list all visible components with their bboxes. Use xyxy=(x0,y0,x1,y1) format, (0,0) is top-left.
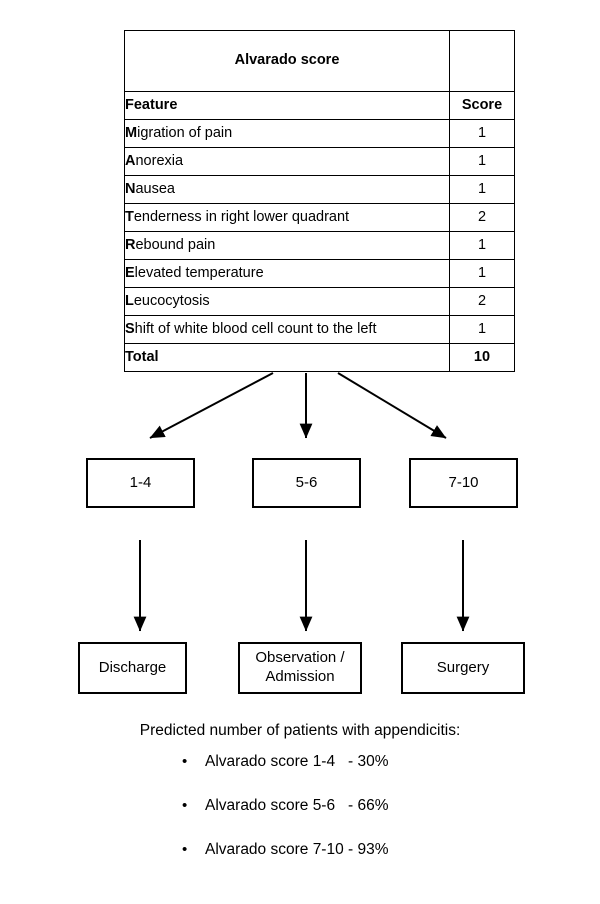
action-box-observation-admission: Observation / Admission xyxy=(238,642,362,694)
arrow-total-to-range-3 xyxy=(337,372,447,439)
score-range-label: 7-10 xyxy=(448,473,479,491)
feature-cell: Migration of pain xyxy=(124,119,450,148)
score-cell: 1 xyxy=(449,259,515,288)
total-label: Total xyxy=(124,343,450,372)
score-range-box-7-10: 7-10 xyxy=(409,458,518,508)
column-header-feature: Feature xyxy=(124,91,450,120)
action-box-surgery: Surgery xyxy=(401,642,525,694)
list-item: Alvarado score 7-10 - 93% xyxy=(0,828,600,872)
feature-cell: Elevated temperature xyxy=(124,259,450,288)
feature-cell: Tenderness in right lower quadrant xyxy=(124,203,450,232)
score-cell: 1 xyxy=(449,147,515,176)
feature-text: ebound pain xyxy=(135,236,216,253)
score-range-box-5-6: 5-6 xyxy=(252,458,361,508)
table-row: Leucocytosis 2 xyxy=(124,287,515,316)
feature-text: hift of white blood cell count to the le… xyxy=(134,320,377,337)
action-label: Surgery xyxy=(436,658,490,676)
prediction-block: Predicted number of patients with append… xyxy=(0,722,600,872)
score-cell: 1 xyxy=(449,175,515,204)
mnemonic-letter: M xyxy=(125,124,138,141)
list-item: Alvarado score 1-4 - 30% xyxy=(0,740,600,784)
score-cell: 1 xyxy=(449,119,515,148)
score-range-label: 5-6 xyxy=(295,473,318,491)
score-range-box-1-4: 1-4 xyxy=(86,458,195,508)
prediction-list: Alvarado score 1-4 - 30% Alvarado score … xyxy=(0,740,600,872)
feature-cell: Leucocytosis xyxy=(124,287,450,316)
table-title-score-blank xyxy=(449,30,515,92)
feature-text: eucocytosis xyxy=(133,292,210,309)
alvarado-score-table: Alvarado score Feature Score Migration o… xyxy=(124,30,515,372)
mnemonic-letter: A xyxy=(125,152,136,169)
table-total-row: Total 10 xyxy=(124,343,515,372)
table-title: Alvarado score xyxy=(124,30,450,92)
mnemonic-letter: R xyxy=(125,236,136,253)
prediction-title: Predicted number of patients with append… xyxy=(139,722,461,739)
feature-text: ausea xyxy=(135,180,175,197)
table-row: Elevated temperature 1 xyxy=(124,259,515,288)
feature-cell: Anorexia xyxy=(124,147,450,176)
score-range-label: 1-4 xyxy=(129,473,152,491)
table-row: Rebound pain 1 xyxy=(124,231,515,260)
feature-text: levated temperature xyxy=(134,264,264,281)
table-row: Anorexia 1 xyxy=(124,147,515,176)
feature-text: igration of pain xyxy=(137,124,233,141)
score-cell: 1 xyxy=(449,315,515,344)
action-label: Discharge xyxy=(98,658,167,676)
score-cell: 1 xyxy=(449,231,515,260)
mnemonic-letter: L xyxy=(125,292,134,309)
feature-text: enderness in right lower quadrant xyxy=(133,208,350,225)
feature-cell: Shift of white blood cell count to the l… xyxy=(124,315,450,344)
score-cell: 2 xyxy=(449,287,515,316)
table-title-row: Alvarado score xyxy=(124,30,515,92)
action-box-discharge: Discharge xyxy=(78,642,187,694)
feature-cell: Rebound pain xyxy=(124,231,450,260)
score-cell: 2 xyxy=(449,203,515,232)
mnemonic-letter: E xyxy=(125,264,135,281)
table-row: Tenderness in right lower quadrant 2 xyxy=(124,203,515,232)
mnemonic-letter: N xyxy=(125,180,136,197)
action-label: Observation / Admission xyxy=(255,649,345,685)
feature-cell: Nausea xyxy=(124,175,450,204)
list-item: Alvarado score 5-6 - 66% xyxy=(0,784,600,828)
mnemonic-letter: T xyxy=(125,208,134,225)
total-score: 10 xyxy=(449,343,515,372)
table-row: Migration of pain 1 xyxy=(124,119,515,148)
table-row: Shift of white blood cell count to the l… xyxy=(124,315,515,344)
table-header-row: Feature Score xyxy=(124,91,515,120)
column-header-score: Score xyxy=(449,91,515,120)
mnemonic-letter: S xyxy=(125,320,135,337)
table-row: Nausea 1 xyxy=(124,175,515,204)
arrow-total-to-range-1 xyxy=(149,372,274,439)
feature-text: norexia xyxy=(135,152,184,169)
